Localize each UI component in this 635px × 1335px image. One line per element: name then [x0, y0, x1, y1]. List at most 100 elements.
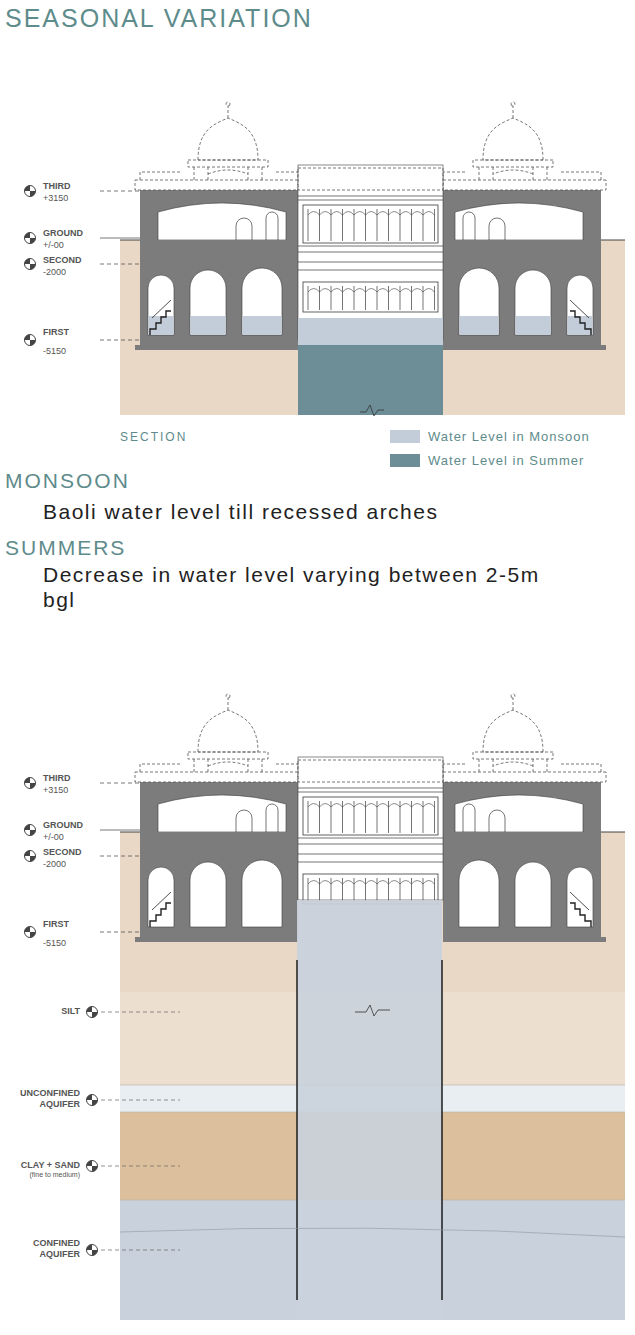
- level-leader: [100, 783, 140, 784]
- gallery-column: [411, 878, 412, 902]
- layer-leader: [101, 1012, 180, 1013]
- gallery-arch: [366, 804, 378, 808]
- gallery-arch: [308, 212, 320, 216]
- level-marker: [87, 1007, 98, 1018]
- marker-quadrant: [30, 830, 36, 836]
- recessed-arch: [242, 268, 282, 335]
- level-leader: [100, 340, 140, 341]
- kiosk-dome: [483, 710, 543, 752]
- room-door: [236, 218, 252, 240]
- level-marker: [87, 1161, 98, 1172]
- gallery-arch: [389, 804, 401, 808]
- layer-leader: [101, 1250, 180, 1251]
- gallery-arch: [331, 289, 343, 293]
- stratum-label: CLAY + SAND: [21, 1160, 80, 1171]
- stratum-label: CONFINED AQUIFER: [8, 1238, 80, 1260]
- legend: Water Level in MonsoonWater Level in Sum…: [390, 424, 590, 472]
- gallery-column: [365, 286, 366, 310]
- gallery-arch: [320, 804, 332, 808]
- gallery-column: [354, 878, 355, 902]
- arcade-wall: [140, 832, 298, 937]
- room-window: [266, 804, 278, 832]
- gallery-column: [388, 801, 389, 833]
- marker-ring: [25, 233, 36, 244]
- recessed-arch: [148, 275, 174, 335]
- recessed-arch: [567, 275, 593, 335]
- marker-quadrant: [30, 783, 36, 789]
- level-marker: [87, 1095, 98, 1106]
- kiosk-finial-knob: [226, 694, 230, 698]
- kiosk-column: [194, 759, 195, 772]
- pavilion-wall: [140, 190, 298, 240]
- marker-quadrant: [30, 191, 36, 197]
- pavilion-room: [158, 795, 286, 832]
- marker-quadrant: [25, 259, 31, 265]
- stair-steps: [570, 311, 591, 335]
- gallery-column: [400, 878, 401, 902]
- gallery-arch: [389, 289, 401, 293]
- stair-rail: [152, 892, 171, 910]
- stair-rail: [152, 300, 171, 318]
- gallery-column: [400, 286, 401, 310]
- arcade-wall: [443, 832, 601, 937]
- gallery-column: [331, 286, 332, 310]
- gallery-column: [354, 801, 355, 833]
- gallery-arch: [400, 804, 412, 808]
- gallery-arch: [412, 212, 424, 216]
- facade-parapet: [298, 760, 443, 782]
- gallery-arch: [354, 804, 366, 808]
- gallery-arch: [377, 212, 389, 216]
- level-leader: [100, 830, 140, 831]
- gallery-column: [365, 209, 366, 241]
- recessed-arch: [190, 270, 226, 335]
- recessed-arch: [459, 268, 499, 335]
- marker-ring: [25, 825, 36, 836]
- marker-ring: [25, 186, 36, 197]
- roof-parapet: [135, 180, 298, 190]
- room-window: [463, 212, 475, 240]
- stair-steps: [570, 903, 591, 927]
- gallery-arch: [377, 289, 389, 293]
- gallery-column: [308, 209, 309, 241]
- gallery-arch: [423, 289, 435, 293]
- level-marker: [25, 186, 36, 197]
- arcade-base: [135, 937, 298, 942]
- gallery-column: [308, 878, 309, 902]
- gallery-arch: [366, 881, 378, 885]
- stratum-label: SILT: [61, 1006, 80, 1017]
- gallery-arch: [308, 289, 320, 293]
- pavilion-wall: [443, 190, 601, 240]
- marker-quadrant: [92, 1166, 98, 1172]
- facade-parapet: [298, 168, 443, 190]
- marker-ring: [25, 851, 36, 862]
- marker-quadrant: [30, 856, 36, 862]
- pavilion-room: [455, 795, 583, 832]
- gallery-arch: [377, 804, 389, 808]
- gallery-arch: [377, 881, 389, 885]
- gallery-column: [434, 878, 435, 902]
- gallery-column: [434, 286, 435, 310]
- marker-quadrant: [25, 825, 31, 831]
- kiosk-arch: [208, 762, 248, 766]
- gallery-arch: [423, 881, 435, 885]
- gallery-arch: [343, 804, 355, 808]
- marker-quadrant: [87, 1095, 93, 1101]
- stair-rail: [570, 300, 589, 318]
- marker-ring: [25, 927, 36, 938]
- left-wing: [135, 102, 298, 350]
- kiosk-eave: [473, 160, 553, 167]
- marker-quadrant: [30, 238, 36, 244]
- gallery-column: [411, 209, 412, 241]
- marker-quadrant: [25, 851, 31, 857]
- gallery-arch: [400, 289, 412, 293]
- water-table-line: [120, 1228, 625, 1237]
- floor-slab-lines: [298, 246, 443, 270]
- kiosk-finial: [513, 698, 514, 710]
- kiosk-arch: [493, 170, 533, 174]
- gallery-column: [365, 878, 366, 902]
- pavilion-wall: [140, 782, 298, 832]
- level-value: +/-00: [43, 240, 64, 251]
- level-value: -2000: [43, 859, 66, 870]
- gallery-arch: [320, 212, 332, 216]
- gallery-column: [331, 801, 332, 833]
